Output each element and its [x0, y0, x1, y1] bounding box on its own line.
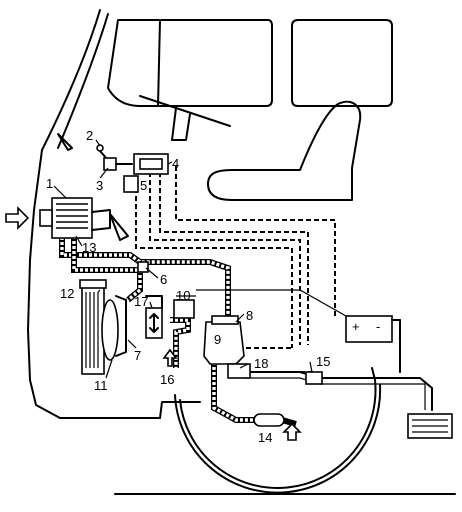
wheel-arch-inner: [179, 367, 377, 489]
control-unit-display: [139, 158, 163, 170]
vehicle-body: [27, 9, 456, 495]
seat-outline: [207, 100, 362, 201]
fuel-line: [239, 371, 433, 411]
heat-exchanger: [39, 197, 111, 239]
radiator-core: [81, 285, 105, 375]
label-4: 4: [172, 156, 179, 171]
radiator: [79, 279, 127, 375]
label-16: 16: [160, 372, 174, 387]
steering-wheel: [139, 95, 231, 141]
label-8: 8: [246, 308, 253, 323]
label-10: 10: [176, 288, 190, 303]
harness-wire-2: [159, 172, 309, 345]
control-unit: [133, 153, 169, 175]
battery-minus-label: -: [376, 319, 380, 334]
battery-plus-label: +: [352, 319, 360, 334]
label-11: 11: [94, 378, 108, 393]
harness-wire-3: [135, 188, 293, 348]
engine-block: [115, 295, 127, 357]
valve-junction: [137, 261, 149, 273]
radiator-cap: [79, 279, 107, 289]
circulation-pump: [145, 295, 163, 339]
wheel-arch: [174, 384, 382, 494]
exhaust-silencer: [253, 413, 302, 441]
silencer-body: [253, 413, 285, 427]
label-2: 2: [86, 128, 93, 143]
air-intake-arrow: [162, 348, 178, 367]
label-13: 13: [82, 240, 96, 255]
seat: [207, 100, 362, 201]
dosing-pump: [227, 363, 251, 379]
fuel-connector: [305, 371, 323, 385]
pedal: [109, 213, 129, 241]
wire-8: [244, 289, 347, 317]
steering-column: [171, 107, 191, 141]
blower: [39, 209, 53, 227]
fuel-pipe: [239, 371, 433, 411]
window-divider: [157, 19, 161, 107]
label-7: 7: [134, 348, 141, 363]
label-9: 9: [214, 332, 221, 347]
radiator-fan: [101, 299, 119, 361]
duct: [91, 209, 111, 231]
label-12: 12: [60, 286, 74, 301]
relay: [123, 175, 139, 193]
harness-wire-4: [175, 166, 336, 318]
label-6: 6: [160, 272, 167, 287]
fuel-filter: [173, 299, 195, 319]
side-window-right: [291, 19, 393, 107]
connector: [103, 157, 117, 171]
windshield-outer: [41, 9, 101, 151]
switch: [96, 144, 133, 171]
cab-windows: [107, 19, 393, 107]
side-window-left: [107, 19, 273, 107]
exhaust-outlet-arrow: [282, 422, 302, 441]
callout-labels: 1 2 3 4 5 6 7 8 9 10 11 12 13 14 15 16 1…: [46, 128, 330, 445]
flow-arrows: [149, 313, 159, 333]
battery-body: [345, 315, 393, 343]
harness-wire-1: [149, 172, 301, 345]
label-18: 18: [254, 356, 268, 371]
label-3: 3: [96, 178, 103, 193]
fuel-tank: [407, 413, 453, 439]
label-14: 14: [258, 430, 272, 445]
label-17: 17: [134, 294, 148, 309]
heater-unit-top: [211, 315, 239, 325]
air-inlet-arrow: [5, 206, 30, 230]
leader-lines: [53, 139, 313, 379]
fuel-pipe-2: [244, 377, 426, 410]
heater-unit: [203, 315, 245, 365]
label-15: 15: [316, 354, 330, 369]
heater-unit-body: [203, 321, 245, 365]
mirror: [57, 133, 73, 151]
battery: + -: [345, 315, 401, 373]
windshield-inner: [57, 13, 109, 149]
wheel-arch-front: [159, 401, 201, 419]
label-5: 5: [140, 178, 147, 193]
front-face: [27, 149, 161, 419]
steering-wheel-rim: [139, 95, 231, 127]
label-1: 1: [46, 176, 53, 191]
